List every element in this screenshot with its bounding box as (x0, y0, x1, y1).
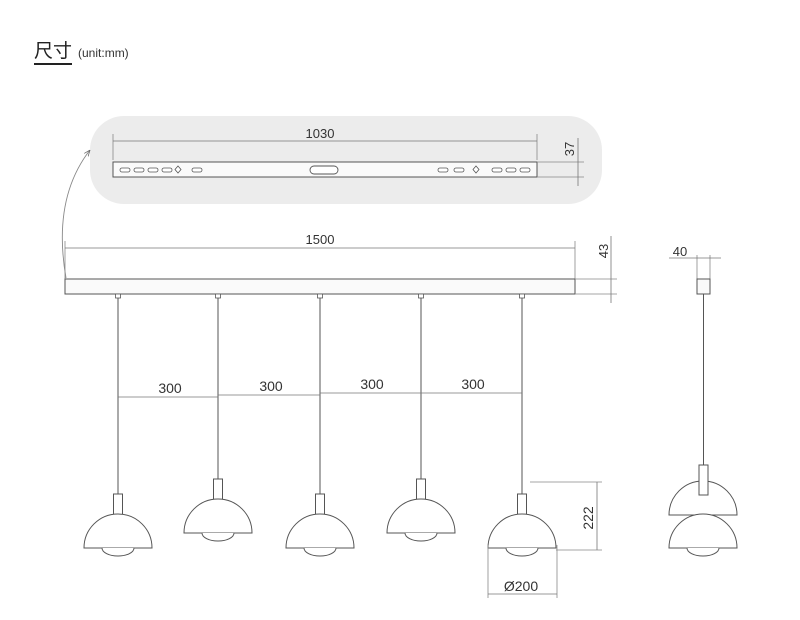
bracket-slot-8 (491, 167, 503, 173)
side-view: 40 (668, 244, 738, 557)
bracket-slot-7 (453, 167, 465, 173)
side-socket (698, 464, 709, 496)
bracket-slot-1 (119, 167, 131, 173)
bracket-holes (119, 165, 531, 175)
pendant-cord-grip-4 (418, 293, 424, 299)
dimension-heading: 尺寸 (unit:mm) (34, 40, 129, 65)
pendant-cord-grip-3 (317, 293, 323, 299)
canopy-bar (64, 278, 576, 295)
mounting-bracket-view: 1030 37 (90, 116, 602, 204)
pendant-cord-grip-1 (115, 293, 121, 299)
pendant-bulb-4 (404, 532, 438, 542)
heading-unit: (unit:mm) (78, 46, 129, 60)
pendant-bulb-2 (201, 532, 235, 542)
pendant-bulb-1 (101, 547, 135, 557)
bracket-panel-background (90, 116, 602, 204)
bracket-slot-10 (519, 167, 531, 173)
bracket-diamond-hole-2 (472, 165, 480, 174)
pendant-shade-4 (386, 498, 456, 534)
shade-diameter-dimension: Ø200 (487, 545, 558, 598)
pendant-shade-2 (183, 498, 253, 534)
pendant-cord-grip-5 (519, 293, 525, 299)
pendant-bulb-3 (303, 547, 337, 557)
bracket-slot-2 (133, 167, 145, 173)
bracket-height-label: 37 (562, 142, 577, 156)
pendant-shade-1 (83, 513, 153, 549)
pendant-shade-5 (487, 513, 557, 549)
bracket-center-slot (309, 165, 339, 175)
side-width-label: 40 (673, 244, 687, 259)
spacing-label-4: 300 (461, 376, 485, 392)
pendant-shade-3 (285, 513, 355, 549)
bracket-slot-5 (191, 167, 203, 173)
shade-height-label: 222 (580, 506, 596, 530)
spacing-dimensions: 300 300 300 300 (118, 376, 522, 398)
bracket-slot-9 (505, 167, 517, 173)
side-shade-front (668, 513, 738, 549)
shade-diameter-label: Ø200 (504, 578, 538, 594)
bracket-diamond-hole-1 (174, 165, 182, 174)
spacing-label-2: 300 (259, 378, 283, 394)
pendant-cord-grip-2 (215, 293, 221, 299)
side-canopy (696, 278, 711, 295)
bracket-slot-3 (147, 167, 159, 173)
shade-height-dimension: 222 (530, 481, 602, 551)
bracket-length-label: 1030 (306, 126, 335, 141)
canopy-front-view: 1500 43 (64, 232, 617, 303)
spacing-label-1: 300 (158, 380, 182, 396)
bracket-slot-4 (161, 167, 173, 173)
pendant-bulb-5 (505, 547, 539, 557)
canopy-length-label: 1500 (306, 232, 335, 247)
side-bulb (686, 547, 720, 557)
bracket-slot-6 (437, 167, 449, 173)
spacing-label-3: 300 (360, 376, 384, 392)
pendant-lights (83, 293, 557, 557)
canopy-height-label: 43 (596, 244, 611, 258)
bracket-callout-arrow (61, 150, 90, 279)
heading-title: 尺寸 (34, 40, 73, 65)
